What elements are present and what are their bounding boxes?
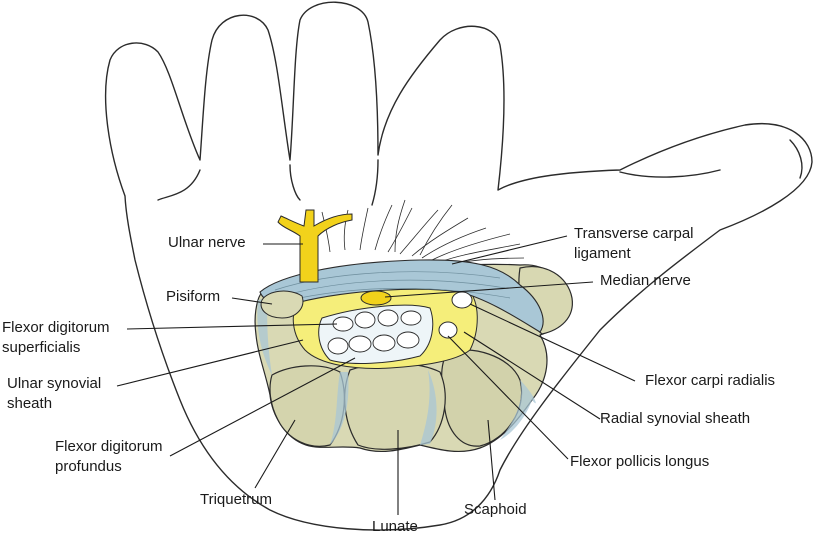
- leader-fpl: [447, 335, 569, 460]
- thumb-nail: [789, 139, 803, 179]
- fpl-tendon: [438, 321, 458, 339]
- leader-transverse-carpal: [451, 235, 568, 265]
- label-fds-line2: superficialis: [2, 339, 81, 356]
- median-nerve-shape: [360, 290, 392, 306]
- label-fcr: Flexor carpi radialis: [645, 372, 776, 389]
- label-scaphoid: Scaphoid: [464, 501, 527, 518]
- label-ulnar-synovial-line2: sheath: [7, 395, 53, 412]
- tendons: [327, 309, 422, 355]
- leader-fds: [126, 323, 338, 330]
- label-radial-synovial: Radial synovial sheath: [600, 410, 751, 427]
- thumb-crease: [619, 169, 721, 178]
- leader-radial-synovial: [463, 331, 601, 420]
- leader-ulnar-synovial: [116, 339, 304, 387]
- label-fdp-line2: profundus: [55, 458, 122, 475]
- bone-shading: [257, 298, 536, 445]
- leader-fcr: [469, 303, 636, 382]
- label-fpl: Flexor pollicis longus: [570, 453, 710, 470]
- label-pisiform: Pisiform: [166, 288, 221, 305]
- hand-outline: [104, 1, 813, 531]
- leader-triquetrum: [254, 419, 296, 489]
- label-lunate: Lunate: [372, 518, 418, 535]
- finger-crease-3: [371, 159, 379, 206]
- label-transverse-carpal-line1: Transverse carpal: [574, 225, 694, 242]
- label-fdp-line1: Flexor digitorum: [55, 438, 163, 455]
- ulnar-nerve-shape: [277, 209, 353, 283]
- finger-crease-1: [157, 169, 201, 201]
- leader-pisiform: [231, 297, 273, 305]
- label-ulnar-nerve: Ulnar nerve: [168, 234, 246, 251]
- leader-lines: [116, 235, 636, 515]
- leader-fdp: [169, 357, 356, 457]
- label-fds-line1: Flexor digitorum: [2, 319, 110, 336]
- label-transverse-carpal-line2: ligament: [574, 245, 631, 262]
- ligament-fibres: [274, 271, 511, 301]
- label-median-nerve: Median nerve: [600, 272, 691, 289]
- fcr-tendon: [451, 291, 473, 309]
- nerve-fibres: [321, 199, 525, 266]
- label-triquetrum: Triquetrum: [200, 491, 272, 508]
- hand-silhouette: [104, 1, 813, 531]
- pisiform-shape: [260, 290, 304, 319]
- transverse-carpal-ligament: [259, 259, 544, 333]
- label-ulnar-synovial-line1: Ulnar synovial: [7, 375, 102, 392]
- leader-median-nerve: [384, 281, 594, 298]
- finger-crease-2: [289, 164, 301, 201]
- leader-scaphoid: [487, 419, 496, 501]
